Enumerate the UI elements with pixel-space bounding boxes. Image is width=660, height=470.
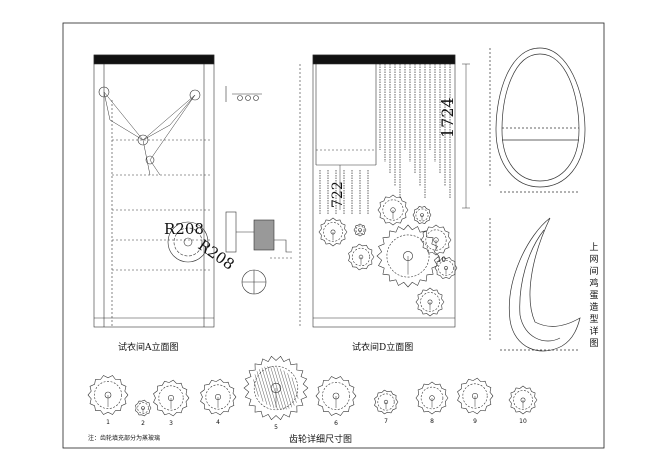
elevation-a-ceiling [93, 54, 215, 65]
detail-gear [457, 377, 494, 415]
dimension-722: 722 [330, 181, 346, 208]
dimension-r208-a: R208 [164, 220, 204, 238]
elevation-d-caption: 试衣间D立面图 [352, 343, 414, 353]
elevation-d-gear [376, 224, 440, 288]
gear-detail-row: 1 2 3 4 5 6 7 8 9 10 [87, 355, 538, 431]
gear-detail-caption: 齿轮详细尺寸图 [289, 435, 353, 445]
detail-gear [87, 375, 129, 415]
elevation-a-caption: 试衣间A立面图 [118, 343, 179, 353]
elevation-d-gear [420, 224, 452, 256]
gear-number-label: 7 [384, 418, 388, 425]
elevation-d-gear [318, 217, 348, 247]
elevation-d-gear [434, 257, 458, 279]
elevation-d [299, 54, 456, 328]
detail-gear [415, 381, 449, 415]
detail-gear [153, 379, 190, 417]
gear-number-label: 9 [473, 418, 477, 425]
detail-gear [200, 378, 237, 416]
gear-number-label: 1 [106, 419, 110, 426]
sheet-border [62, 22, 605, 449]
elevation-d-gears [318, 194, 458, 317]
elevation-a [93, 54, 215, 328]
glass-note: 注：齿轮填充部分为蒸玻璃 [88, 435, 161, 442]
crank-detail [225, 211, 294, 295]
bead-chains [319, 64, 451, 215]
detail-gear [243, 355, 309, 421]
egg-detail-label: 上网间鸡蛋造型详图 [589, 243, 599, 349]
elevation-d-gear [348, 243, 375, 271]
hook-detail [489, 217, 581, 352]
gear-number-label: 4 [216, 419, 220, 426]
dimension-1724: 1724 [438, 97, 457, 138]
gear-number-label: 8 [430, 418, 434, 425]
gear-number-label: 3 [169, 420, 173, 427]
hanger-detail [225, 86, 262, 102]
gear-callout-10: 10 [437, 256, 446, 264]
detail-gear [508, 385, 538, 415]
gear-number-label: 6 [334, 420, 338, 427]
gear-number-label: 2 [141, 420, 145, 427]
egg-detail [489, 47, 586, 193]
elevation-d-gear [412, 206, 432, 224]
gear-number-label: 5 [274, 424, 278, 431]
elevation-a-frame [93, 54, 215, 328]
elevation-d-gear [353, 223, 367, 237]
detail-gear [135, 399, 152, 417]
elevation-d-gear [377, 194, 409, 226]
elevation-d-gear [415, 287, 445, 317]
dimension-lines [339, 63, 470, 210]
detail-gear [374, 389, 399, 415]
detail-gear [315, 376, 357, 416]
elevation-d-ceiling [312, 54, 456, 65]
gear-number-label: 10 [519, 418, 527, 425]
